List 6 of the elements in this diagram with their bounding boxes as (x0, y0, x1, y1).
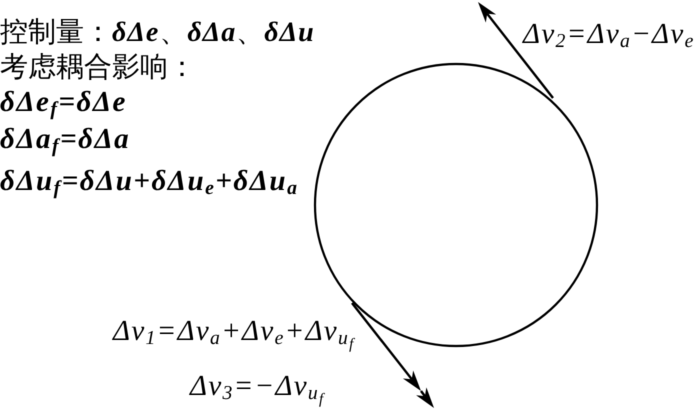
equation: Δv$_{2}$=Δv$_{a}$−Δv$_{e}$ (523, 20, 695, 54)
note-text: 考虑耦合影响： (0, 54, 196, 85)
equation: δΔa$_{f}$=δΔa (0, 125, 130, 159)
heading-text: 控制量：δΔe、δΔa、δΔu (0, 19, 315, 50)
equation: δΔu$_{f}$=δΔu+δΔu$_{e}$+δΔu$_{a}$ (0, 167, 298, 201)
equation: δΔe$_{f}$=δΔe (0, 88, 127, 122)
